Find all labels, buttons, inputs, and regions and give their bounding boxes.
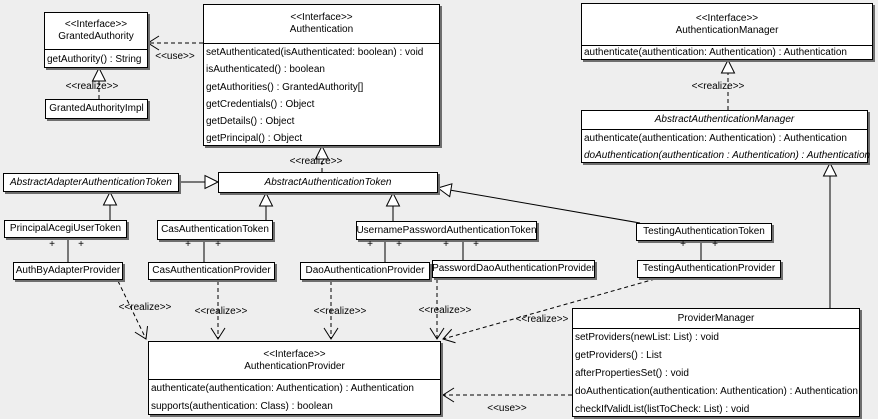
multiplicity-label: + <box>712 239 718 250</box>
multiplicity-label: + <box>49 239 55 250</box>
class-testing-authentication-token[interactable]: TestingAuthenticationToken <box>636 223 772 241</box>
class-granted-authority-impl[interactable]: GrantedAuthorityImpl <box>45 99 148 119</box>
method: isAuthenticated() : boolean <box>206 64 325 76</box>
class-name: Authentication <box>289 24 354 35</box>
multiplicity-label: + <box>473 239 479 250</box>
class-name: CasAuthenticationProvider <box>152 265 271 276</box>
realize-label: <<realize>> <box>194 306 248 317</box>
class-authentication-manager[interactable]: <<Interface>> AuthenticationManager auth… <box>581 3 873 60</box>
class-name: AbstractAuthenticationToken <box>264 176 392 188</box>
class-cas-authentication-provider[interactable]: CasAuthenticationProvider <box>148 262 275 280</box>
class-name: AbstractAdapterAuthenticationToken <box>10 176 172 188</box>
method: afterPropertiesSet() : void <box>575 368 689 379</box>
stereotype-label: <<Interface>> <box>64 19 128 30</box>
realize-label: <<realize>> <box>313 306 367 317</box>
method: getCredentials() : Object <box>206 98 315 110</box>
method: doAuthentication(authentication : Authen… <box>584 150 871 161</box>
multiplicity-label: + <box>367 239 373 250</box>
class-auth-by-adapter-provider[interactable]: AuthByAdapterProvider <box>13 262 123 280</box>
class-name: DaoAuthenticationProvider <box>305 265 425 276</box>
realize-label: <<realize>> <box>118 302 172 313</box>
multiplicity-label: + <box>215 239 221 250</box>
class-name: AuthenticationManager <box>675 24 779 36</box>
class-name: PasswordDaoAuthenticationProvider <box>432 263 595 274</box>
method: authenticate(authentication: Authenticat… <box>584 133 847 144</box>
class-name: UsernamePasswordAuthenticationToken <box>356 224 537 236</box>
class-provider-manager[interactable]: ProviderManager setProviders(newList: Li… <box>572 308 860 417</box>
realize-label: <<realize>> <box>418 305 472 316</box>
multiplicity-label: + <box>78 239 84 250</box>
class-testing-authentication-provider[interactable]: TestingAuthenticationProvider <box>637 260 781 278</box>
method: checkIfValidList(listToCheck: List) : vo… <box>575 404 750 415</box>
class-name: PrincipalAcegiUserToken <box>9 223 122 234</box>
class-name: AuthenticationProvider <box>244 360 345 372</box>
method: authenticate(authentication: Authenticat… <box>151 383 414 394</box>
class-granted-authority[interactable]: <<Interface>> GrantedAuthority getAuthor… <box>44 12 148 68</box>
stereotype-label: <<Interface>> <box>263 348 326 360</box>
multiplicity-label: + <box>680 239 686 250</box>
realize-testingprovider-authenticationprovider <box>442 278 656 344</box>
class-abstract-authentication-token[interactable]: AbstractAuthenticationToken <box>218 172 438 193</box>
method: getAuthorities() : GrantedAuthority[] <box>206 81 364 93</box>
realize-label: <<realize>> <box>515 314 569 325</box>
stereotype-label: <<Interface>> <box>290 12 353 23</box>
realize-authbyadapter-authenticationprovider <box>117 280 149 340</box>
realize-label: <<realize>> <box>289 156 343 167</box>
multiplicity-label: + <box>185 239 191 250</box>
method: authenticate(authentication: Authenticat… <box>584 47 847 58</box>
class-name: GrantedAuthority <box>58 31 134 42</box>
class-dao-authentication-provider[interactable]: DaoAuthenticationProvider <box>300 262 430 280</box>
class-authentication-provider[interactable]: <<Interface>> AuthenticationProvider aut… <box>148 341 441 415</box>
method: setAuthenticated(isAuthenticated: boolea… <box>206 47 424 58</box>
method: setProviders(newList: List) : void <box>575 332 719 343</box>
method: getAuthority() : String <box>47 54 142 65</box>
method: getProviders() : List <box>575 350 662 361</box>
multiplicity-label: + <box>443 239 449 250</box>
method: getPrincipal() : Object <box>206 133 303 145</box>
method: getDetails() : Object <box>206 116 295 128</box>
class-abstract-adapter-authentication-token[interactable]: AbstractAdapterAuthenticationToken <box>3 173 179 192</box>
class-name: AbstractAuthenticationManager <box>654 114 795 125</box>
use-label: <<use>> <box>487 403 527 414</box>
class-name: TestingAuthenticationToken <box>643 226 765 237</box>
class-authentication[interactable]: <<Interface>> Authentication setAuthenti… <box>203 4 440 146</box>
realize-label: <<realize>> <box>691 81 745 92</box>
generalization-testingtoken-abstracttoken <box>436 183 641 224</box>
class-name: AuthByAdapterProvider <box>15 265 121 276</box>
stereotype-label: <<Interface>> <box>695 12 759 24</box>
class-principal-acegi-user-token[interactable]: PrincipalAcegiUserToken <box>4 220 127 238</box>
use-label: <<use>> <box>155 51 195 62</box>
realize-label: <<realize>> <box>65 81 119 92</box>
class-name: CasAuthenticationToken <box>161 224 269 235</box>
class-name: TestingAuthenticationProvider <box>642 263 776 274</box>
class-abstract-authentication-manager[interactable]: AbstractAuthenticationManager authentica… <box>581 110 871 163</box>
class-name: ProviderManager <box>677 312 755 324</box>
method: doAuthentication(authentication: Authent… <box>575 386 858 397</box>
class-password-dao-authentication-provider[interactable]: PasswordDaoAuthenticationProvider <box>432 260 595 278</box>
method: supports(authentication: Class) : boolea… <box>151 401 333 412</box>
multiplicity-label: + <box>396 239 402 250</box>
class-username-password-authentication-token[interactable]: UsernamePasswordAuthenticationToken <box>356 221 537 240</box>
class-name: GrantedAuthorityImpl <box>49 103 144 114</box>
class-cas-authentication-token[interactable]: CasAuthenticationToken <box>157 220 273 240</box>
